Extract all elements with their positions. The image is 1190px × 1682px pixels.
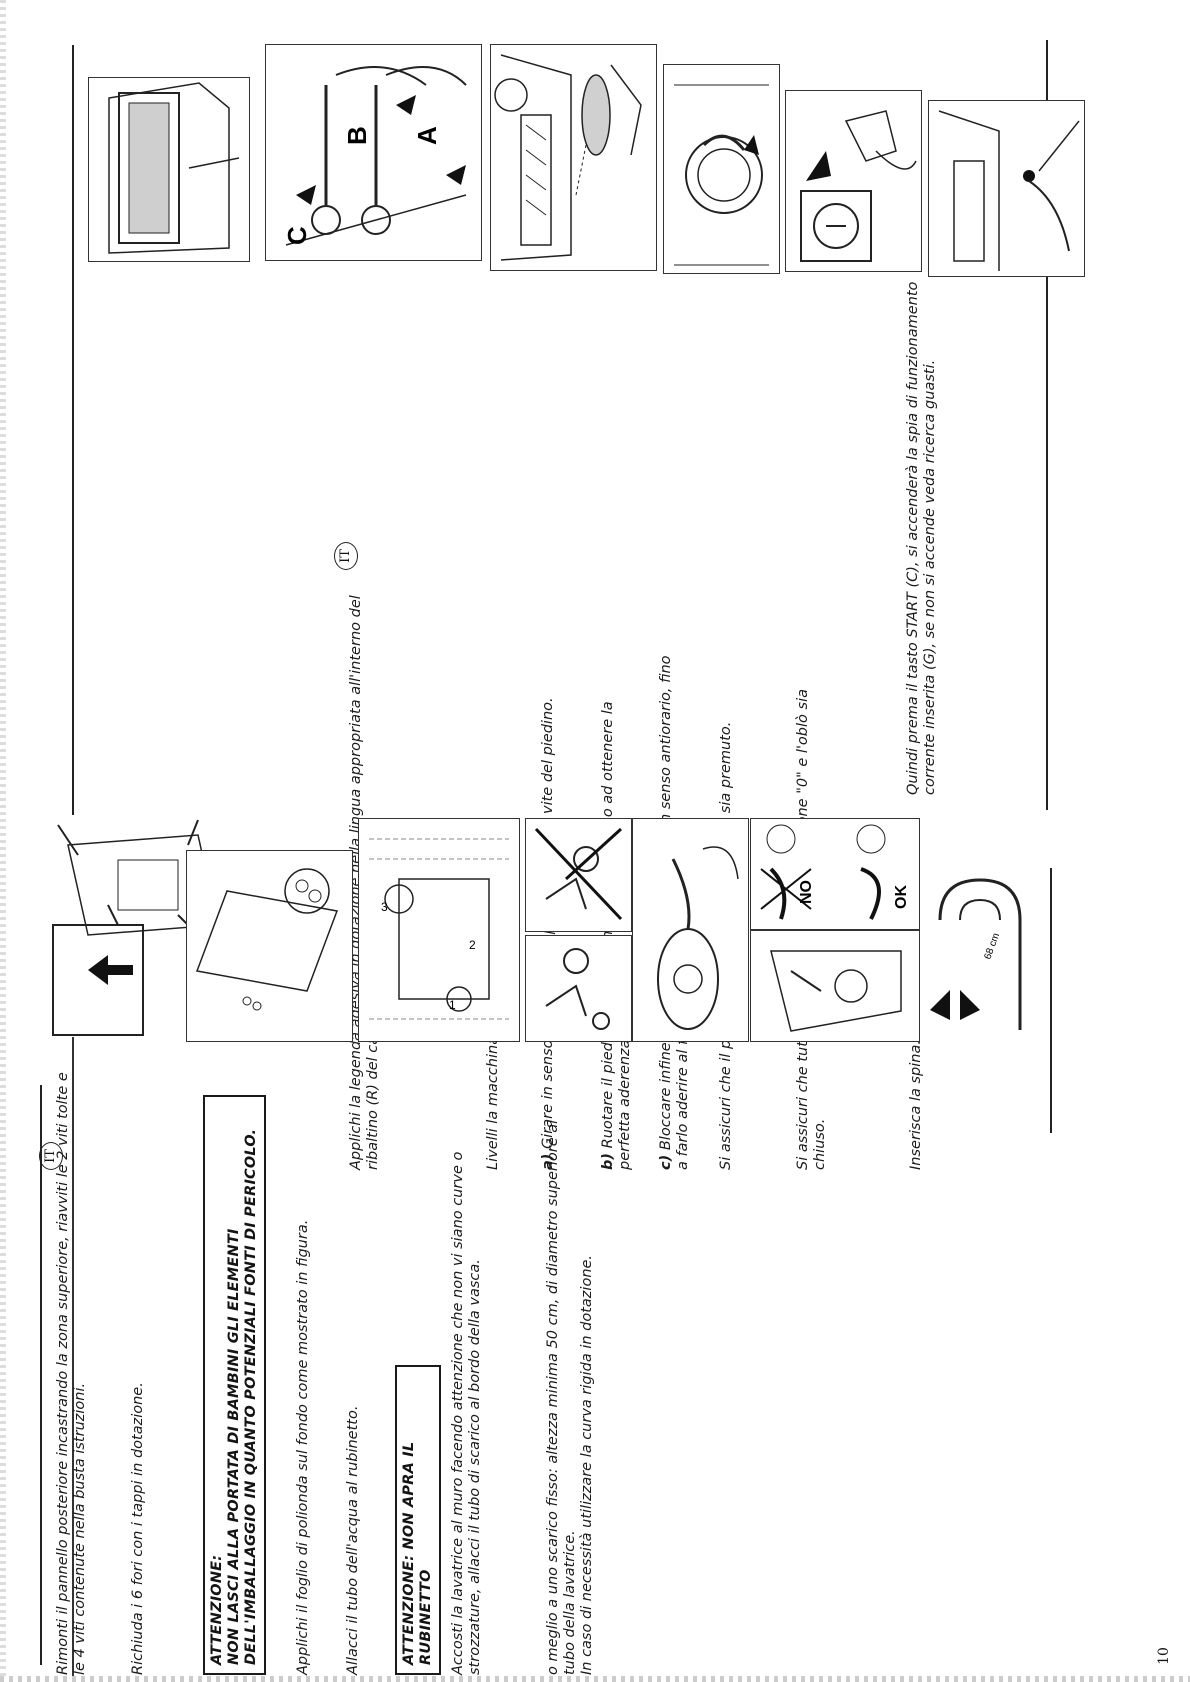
- figure-rigid-curve: 68 cm: [920, 860, 1050, 1038]
- page-number: 10: [1155, 1647, 1172, 1665]
- label-no: NO: [798, 880, 815, 904]
- figure-tap-connect: [525, 935, 632, 1042]
- rule-right-bottom: [72, 868, 74, 1678]
- instruction-water-hose: Allacci il tubo dell'acqua al rubinetto.: [345, 1405, 361, 1675]
- scan-edge: [0, 0, 6, 1682]
- label-c: C: [282, 226, 312, 245]
- warning-packaging-title: ATTENZIONE:: [209, 1554, 225, 1665]
- figure-hole-caps: [186, 850, 353, 1042]
- figure-plug: [785, 90, 922, 272]
- instruction-drain: Accosti la lavatrice al muro facendo att…: [450, 1151, 483, 1675]
- rule-right-top: [72, 45, 74, 815]
- figure-knob: [663, 64, 780, 274]
- step-3-label: 3: [381, 900, 388, 914]
- instruction-close-holes: Richiuda i 6 fori con i tappi in dotazio…: [130, 1382, 146, 1675]
- figure-hose-fitting: [632, 818, 749, 1042]
- height-label: 68 cm: [982, 932, 1002, 961]
- figure-control-panel: [490, 44, 657, 271]
- rule-mid-bottom: [1050, 868, 1052, 1133]
- instruction-start: Quindi prema il tasto START (C), si acce…: [905, 281, 938, 795]
- figure-legend-drawer: [88, 77, 250, 262]
- instruction-polionda: Applichi il foglio di polionda sul fondo…: [295, 1219, 311, 1675]
- figure-polionda-sheet: 3 2 1: [358, 818, 520, 1042]
- step-2-label: 2: [469, 938, 476, 952]
- figure-drain-edge: [750, 930, 920, 1042]
- instruction-fixed-drain: o meglio a uno scarico fisso: altezza mi…: [545, 1119, 595, 1675]
- warning-tap: ATTENZIONE: NON APRA IL RUBINETTO: [395, 1365, 441, 1675]
- warning-packaging-text: NON LASCI ALLA PORTATA DI BAMBINI GLI EL…: [226, 1128, 259, 1665]
- label-a: A: [412, 126, 442, 145]
- warning-packaging: ATTENZIONE: NON LASCI ALLA PORTATA DI BA…: [203, 1095, 266, 1675]
- right-column-end: Quindi prema il tasto START (C), si acce…: [905, 275, 1015, 795]
- rule-left-end: [40, 1085, 42, 1665]
- figure-drain-no-ok: NO OK: [750, 818, 920, 930]
- instruction-rear-panel: Rimonti il pannello posteriore incastran…: [55, 1072, 88, 1675]
- label-b: B: [342, 126, 372, 145]
- step-1-label: 1: [449, 998, 456, 1012]
- label-ok: OK: [893, 885, 910, 909]
- scan-edge-bottom: [0, 1676, 1190, 1682]
- figure-tap-wrong: [525, 818, 632, 932]
- figure-feet-adjustment: A B C: [265, 44, 482, 261]
- rule-mid-top: [1046, 40, 1048, 810]
- left-column: IT Rimonti il pannello posteriore incast…: [5, 1065, 665, 1675]
- figure-start-button: [928, 100, 1085, 277]
